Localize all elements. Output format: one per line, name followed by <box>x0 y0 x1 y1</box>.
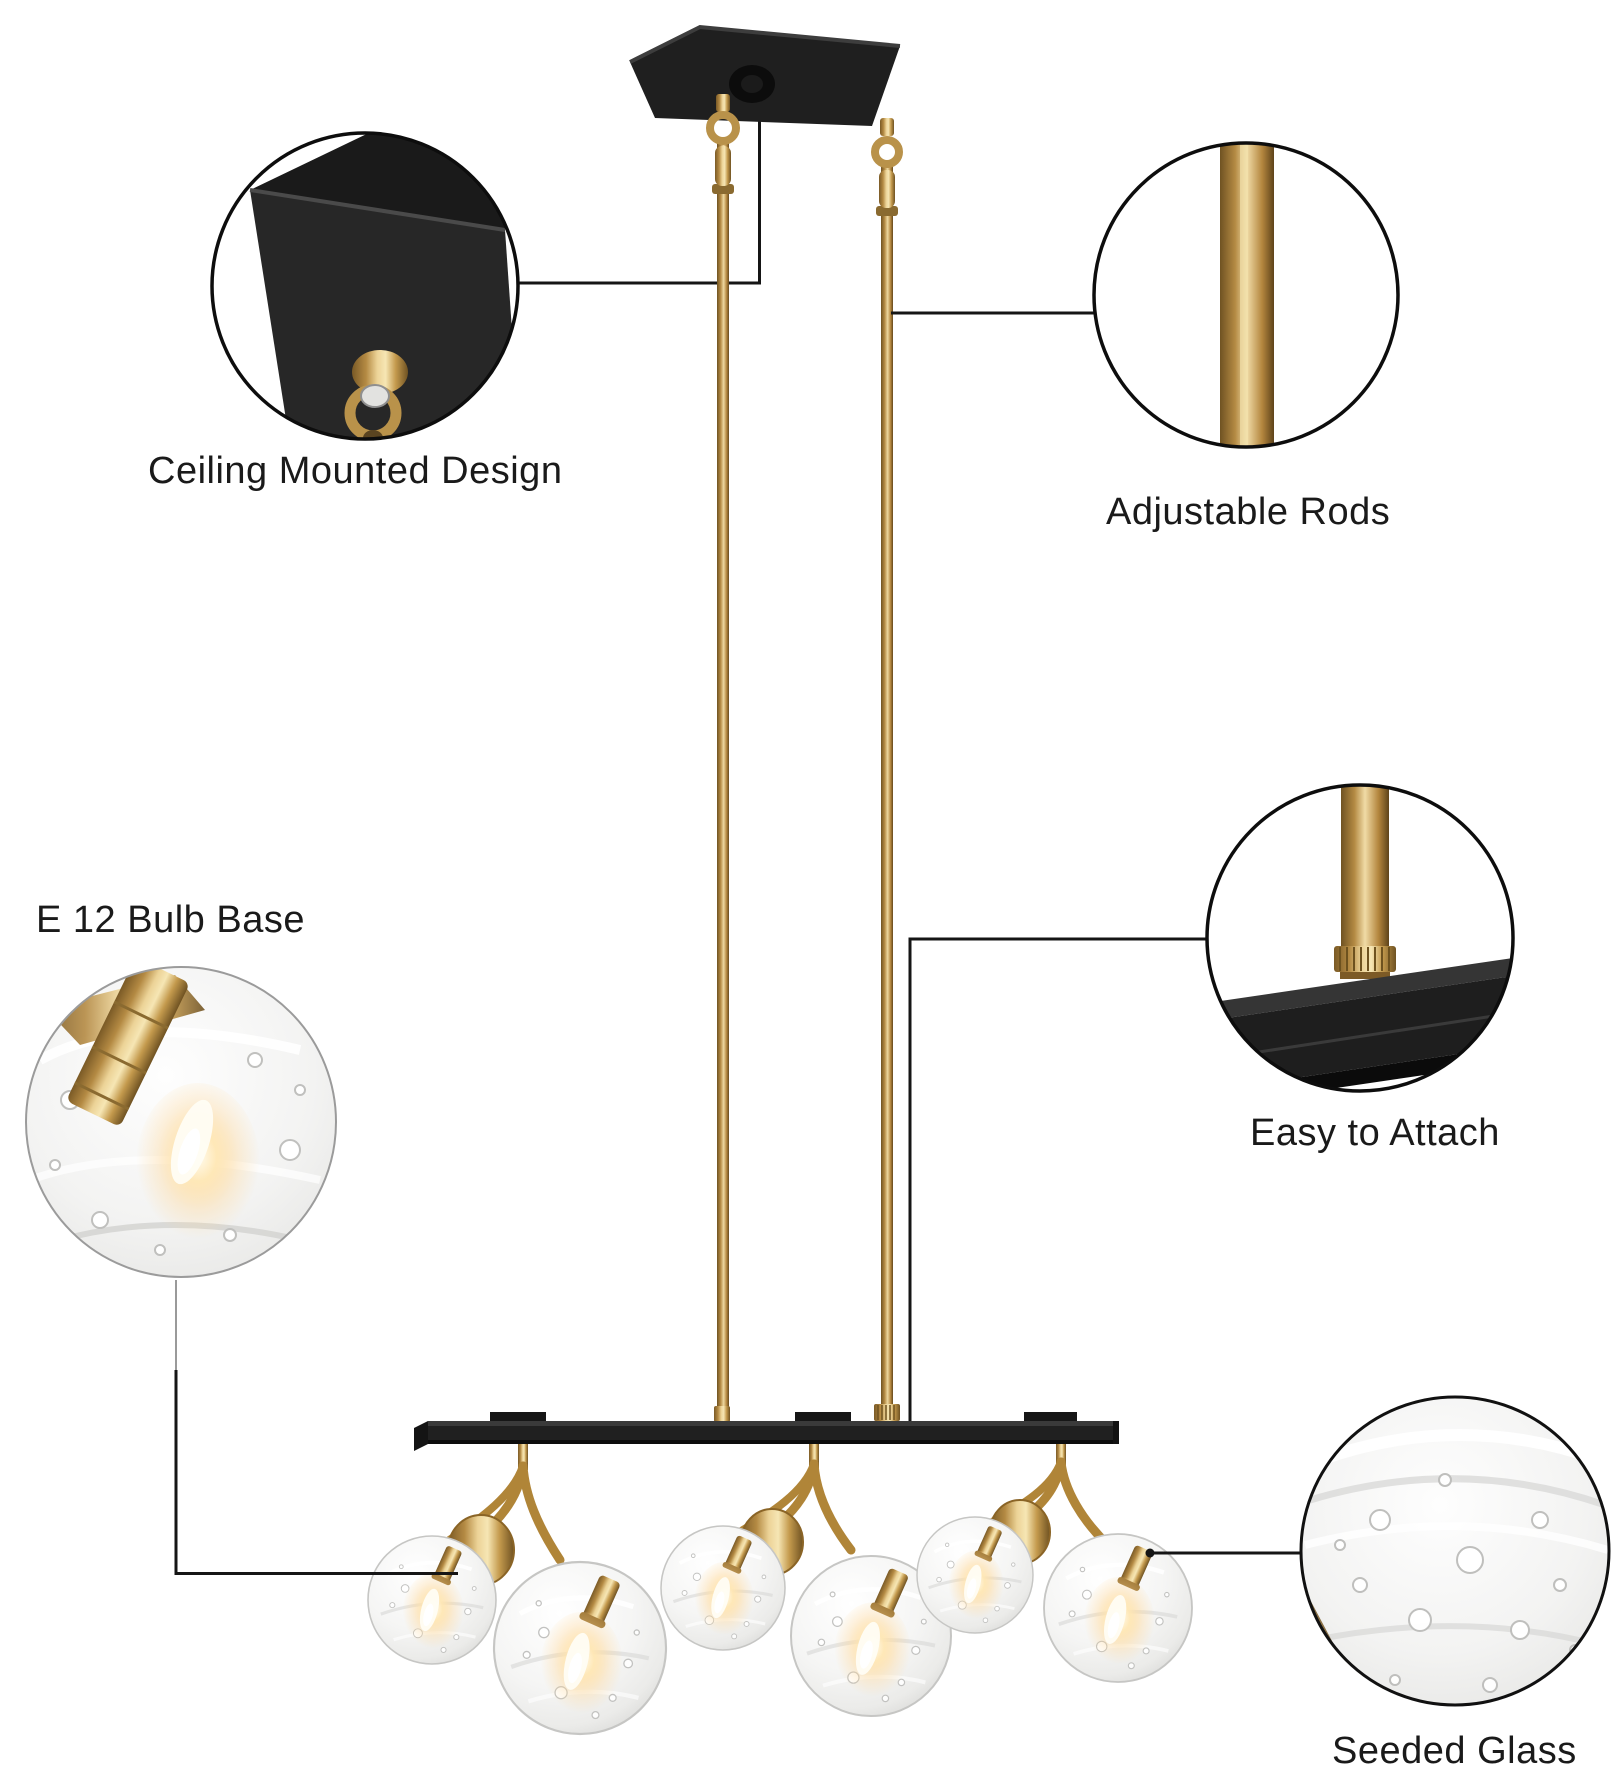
glass-globe <box>1044 1534 1192 1682</box>
swivel-right <box>871 118 903 208</box>
label-adjustable-rods: Adjustable Rods <box>1106 491 1391 533</box>
label-e12-bulb-base: E 12 Bulb Base <box>36 899 305 941</box>
knurled-nut <box>874 1404 900 1421</box>
bar-closeup <box>1207 958 1513 1091</box>
callout-line-bulb-base <box>174 1280 458 1575</box>
callout-line-easy-attach <box>908 937 1208 1425</box>
glass-globe <box>366 1534 498 1666</box>
bulb-socket-closeup <box>68 967 188 1125</box>
callout-circle-adjustable-rods <box>1092 141 1400 449</box>
knurled-nut-closeup <box>1334 946 1396 979</box>
light-cluster-3 <box>915 1444 1192 1682</box>
label-easy-to-attach: Easy to Attach <box>1250 1112 1500 1154</box>
fixture-bar <box>414 1404 1119 1451</box>
ceiling-canopy <box>629 24 901 126</box>
callout-line-ceiling-mount <box>519 70 761 285</box>
swivel-left <box>706 94 740 186</box>
canopy-loop-fitting <box>344 350 408 439</box>
callout-line-seeded-glass <box>1145 1548 1302 1558</box>
rod-ferrule <box>714 1406 730 1422</box>
callout-circle-seeded-glass <box>1299 1395 1611 1707</box>
callout-circle-easy-attach <box>1205 783 1515 1093</box>
glass-globe <box>915 1515 1035 1635</box>
hang-rod-left <box>712 138 734 1428</box>
label-ceiling-mounted-design: Ceiling Mounted Design <box>148 450 563 492</box>
callout-circle-bulb-base <box>25 966 337 1278</box>
label-seeded-glass: Seeded Glass <box>1332 1730 1577 1772</box>
glass-globe <box>659 1524 787 1652</box>
hang-rod-right <box>876 162 898 1428</box>
rod-closeup <box>1341 785 1389 950</box>
light-cluster-2 <box>659 1444 951 1716</box>
light-cluster-1 <box>366 1444 666 1734</box>
callout-circle-ceiling-mount <box>210 131 520 441</box>
glass-globe <box>494 1562 666 1734</box>
